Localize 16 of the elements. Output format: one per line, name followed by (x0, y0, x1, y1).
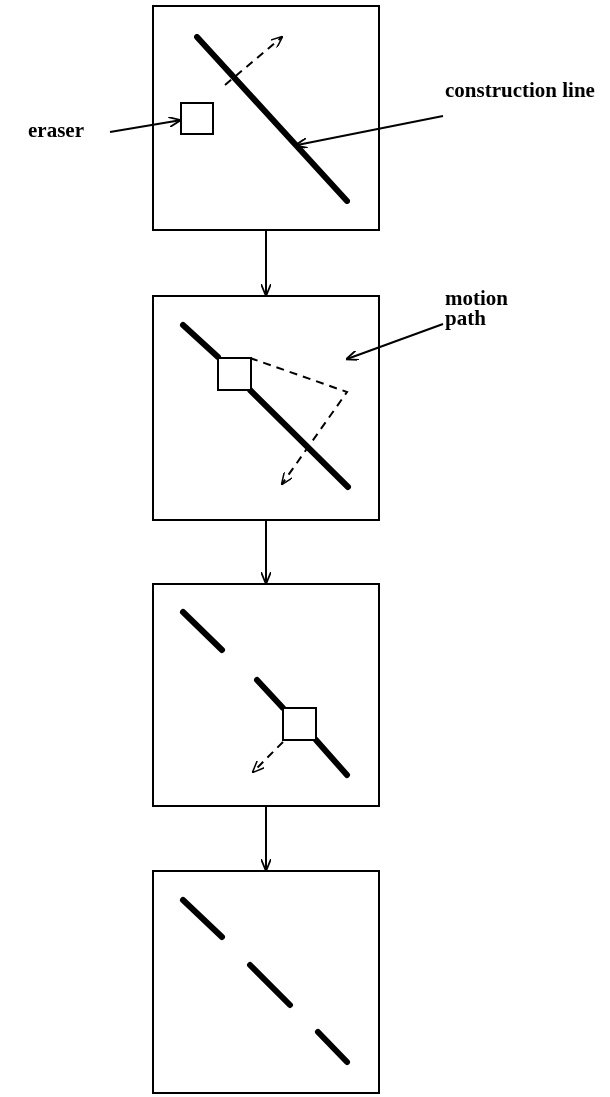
leader-line (294, 115, 444, 149)
callout-label: construction line (445, 80, 595, 124)
callout-label: motion path (445, 288, 545, 332)
leader-line (109, 116, 182, 133)
dashed-motion-path (249, 355, 349, 487)
panel-box (152, 5, 380, 231)
leader-line (345, 323, 444, 361)
arrow (260, 230, 272, 297)
callout-label: eraser (28, 120, 108, 144)
arrow (260, 520, 272, 585)
panel-box (152, 583, 380, 807)
construction-line (194, 34, 350, 204)
eraser-square (180, 102, 214, 135)
arrow (260, 806, 272, 872)
panel-box (152, 870, 380, 1094)
panel-box (152, 295, 380, 521)
